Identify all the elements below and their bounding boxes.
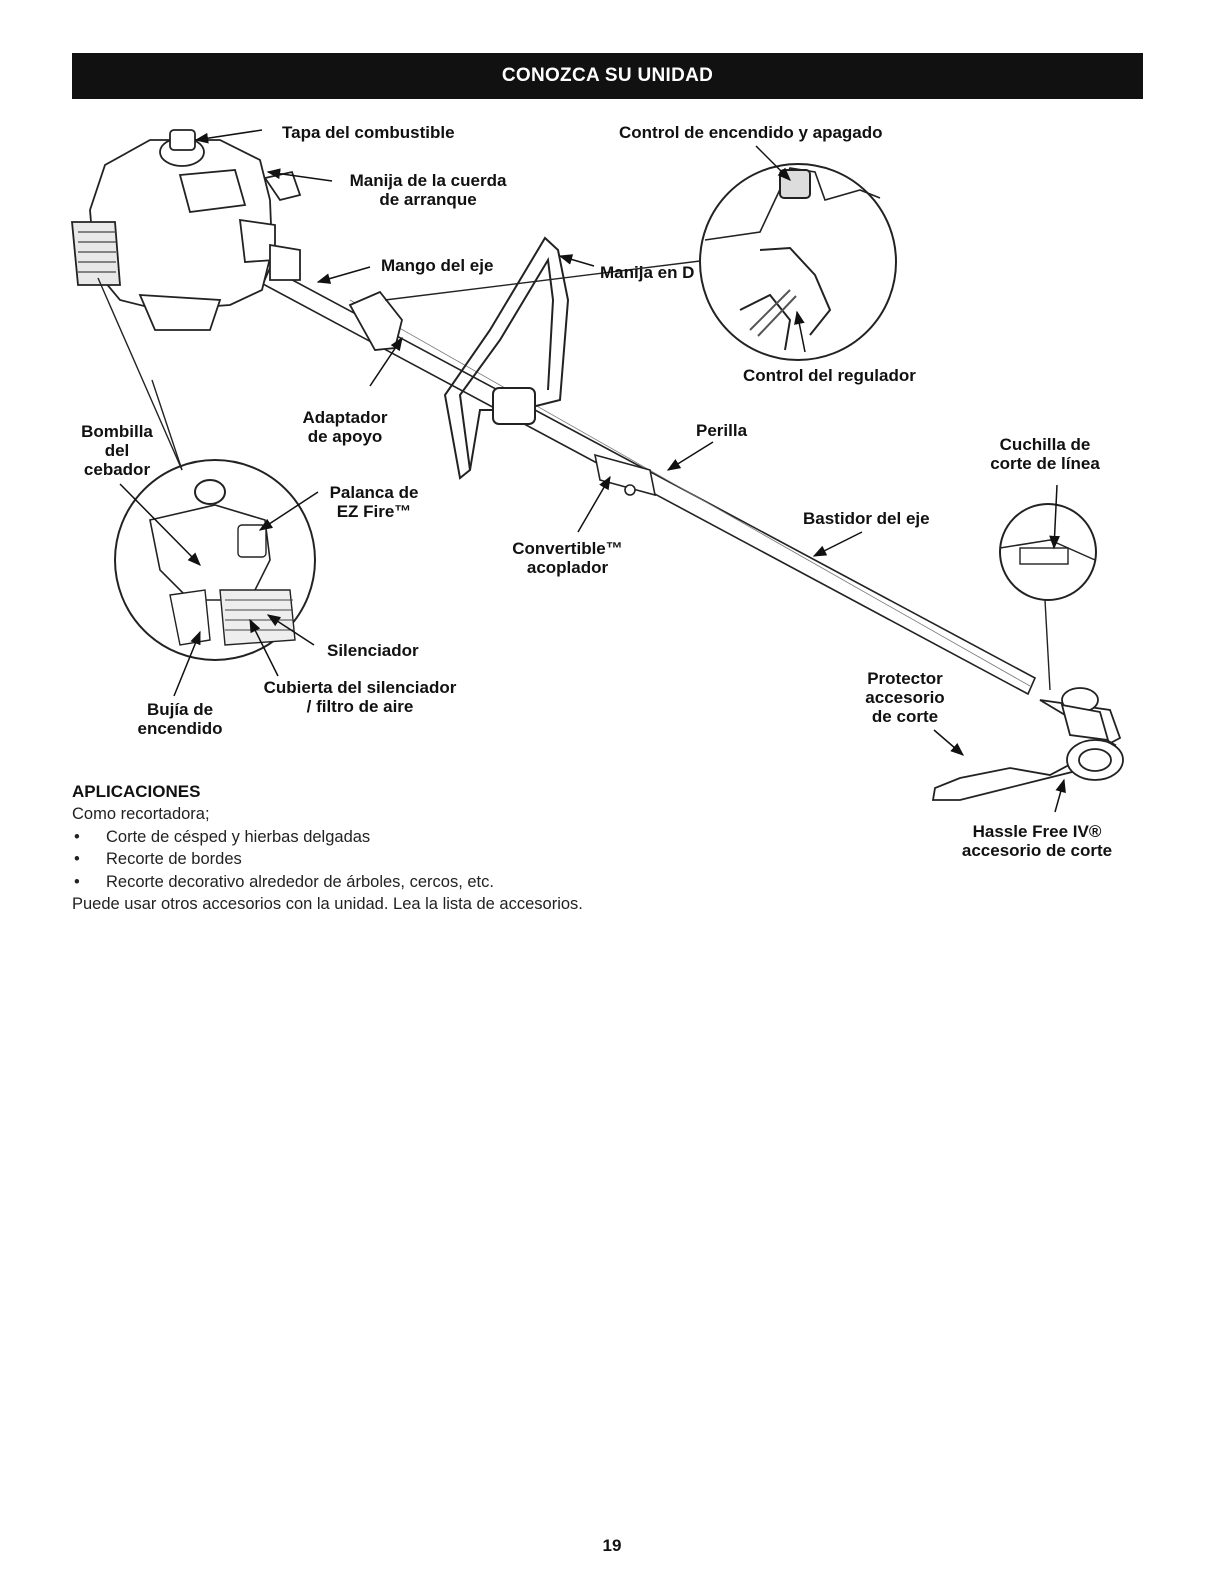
label-primer-bulb: Bombilla del cebador <box>81 422 153 479</box>
label-d-handle: Manija en D <box>600 263 695 282</box>
section-title: CONOZCA SU UNIDAD <box>501 65 714 86</box>
line-blade-detail <box>999 503 1097 601</box>
support-adapter-illustration <box>348 290 403 351</box>
applications-list: •Corte de césped y hierbas delgadas •Rec… <box>72 826 792 894</box>
list-item: •Recorte decorativo alrededor de árboles… <box>74 872 494 891</box>
page-number: 19 <box>602 1536 622 1555</box>
onoff-throttle-detail <box>699 163 897 361</box>
label-ez-fire-lever: Palanca de EZ Fire™ <box>329 483 419 521</box>
label-onoff-control: Control de encendido y apagado <box>619 123 883 142</box>
d-handle-illustration <box>443 236 570 480</box>
applications-note: Puede usar otros accesorios con la unida… <box>72 895 583 913</box>
label-knob: Perilla <box>696 421 748 440</box>
label-cutting-guard: Protector accesorio de corte <box>865 669 945 726</box>
label-convertible-coupler: Convertible™ acoplador <box>512 539 623 577</box>
label-fuel-cap: Tapa del combustible <box>282 123 455 142</box>
engine-detail <box>114 459 316 661</box>
label-support-adapter: Adaptador de apoyo <box>302 408 388 446</box>
engine-illustration <box>71 129 302 331</box>
label-line-cutting-blade: Cuchilla de corte de línea <box>990 435 1100 473</box>
applications-heading: APLICACIONES <box>72 782 201 801</box>
section-header: CONOZCA SU UNIDAD <box>72 53 1143 99</box>
label-muffler-cover: Cubierta del silenciador / filtro de air… <box>263 678 457 716</box>
label-starter-handle: Manija de la cuerda de arranque <box>349 171 507 209</box>
list-item: •Recorte de bordes <box>74 850 242 868</box>
list-item: •Corte de césped y hierbas delgadas <box>74 827 371 846</box>
label-shaft-handle: Mango del eje <box>381 256 494 275</box>
label-spark-plug: Bujía de encendido <box>137 700 223 738</box>
label-shaft-housing: Bastidor del eje <box>803 509 930 528</box>
cutting-head-illustration <box>931 687 1124 801</box>
leader-arrows <box>119 129 1066 813</box>
label-hassle-free-head: Hassle Free IV® accesorio de corte <box>961 822 1113 860</box>
coupler-illustration <box>593 453 657 497</box>
label-throttle-control: Control del regulador <box>743 366 916 385</box>
applications-section: APLICACIONES Como recortadora; •Corte de… <box>72 781 792 916</box>
label-muffler: Silenciador <box>327 641 419 660</box>
applications-intro: Como recortadora; <box>72 805 210 823</box>
